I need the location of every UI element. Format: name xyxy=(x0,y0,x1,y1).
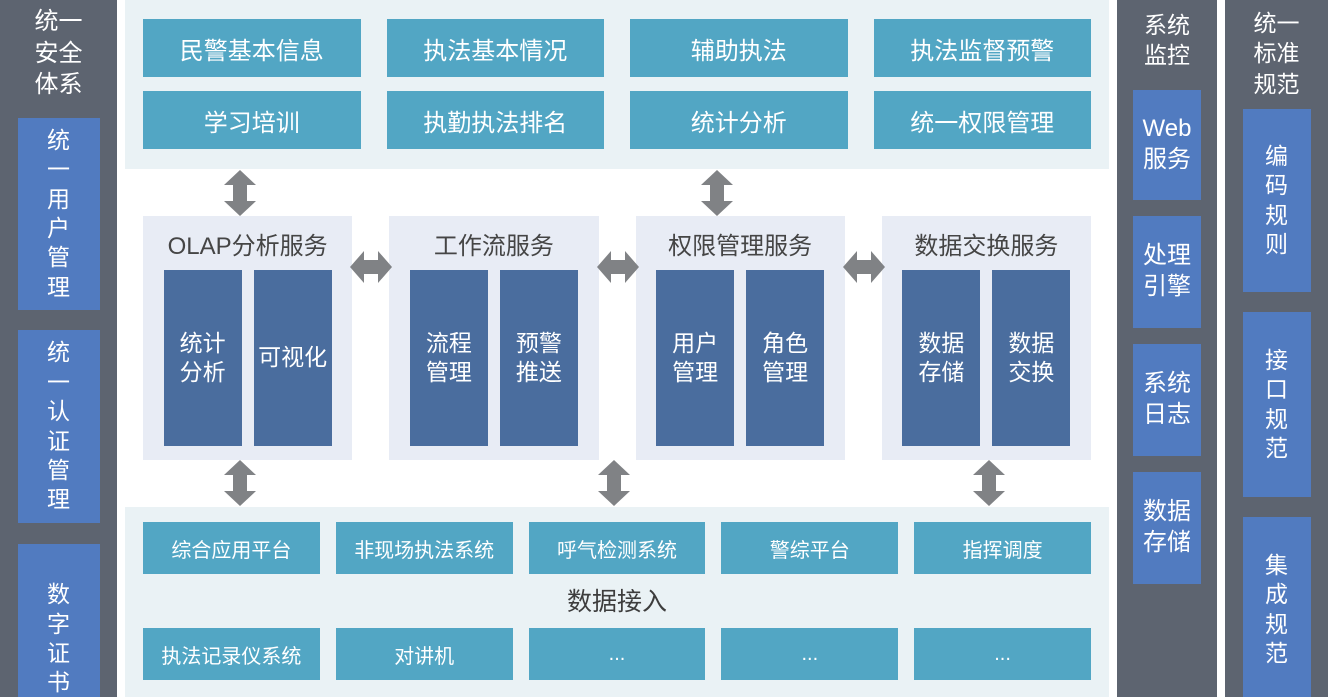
service-group-data-exchange-title: 数据交换服务 xyxy=(914,233,1059,260)
data-cell-more-1[interactable]: ... xyxy=(528,628,706,680)
data-cell-integrated-application-platform[interactable]: 综合应用平台 xyxy=(143,522,320,574)
service-group-permission-items: 用户 管理 角色 管理 xyxy=(648,270,833,446)
data-cell-police-integrated-platform[interactable]: 警综平台 xyxy=(721,522,899,574)
horizontal-arrow-permission-exchange xyxy=(842,250,885,284)
service-group-workflow-items: 流程 管理 预警 推送 xyxy=(401,270,586,446)
service-group-permission: 权限管理服务 用户 管理 角色 管理 xyxy=(635,216,845,460)
data-cell-offsite-enforcement-system[interactable]: 非现场执法系统 xyxy=(335,522,513,574)
app-cell-enforcement-supervision-alert[interactable]: 执法监督预警 xyxy=(873,19,1091,77)
app-cell-training[interactable]: 学习培训 xyxy=(143,91,361,149)
service-group-data-exchange: 数据交换服务 数据 存储 数据 交换 xyxy=(881,216,1091,460)
data-cell-breath-test-system[interactable]: 呼气检测系统 xyxy=(528,522,706,574)
sidebar-item-digital-certificate[interactable]: 数 字 证 书 xyxy=(17,544,100,697)
arrow-band-upper xyxy=(125,169,1109,216)
service-item-alert-push[interactable]: 预警 推送 xyxy=(499,270,578,446)
monitor-item-processing-engine[interactable]: 处理 引擎 xyxy=(1133,215,1201,328)
data-cell-walkie-talkie[interactable]: 对讲机 xyxy=(335,628,513,680)
data-row-2: 执法记录仪系统 对讲机 ... ... ... xyxy=(143,628,1091,680)
left-security-column: 统一 安全 体系 统 一 用 户 管 理 统 一 认 证 管 理 数 字 证 书 xyxy=(0,0,117,697)
right-gutter-2 xyxy=(1217,0,1225,697)
arrow-band-lower xyxy=(125,460,1109,507)
vertical-arrow-workflow-to-data xyxy=(597,460,631,506)
standard-column-title: 统一 标准 规范 xyxy=(1253,10,1300,97)
vertical-arrow-olap-to-data xyxy=(223,460,257,506)
monitor-column: 系统 监控 Web 服务 处理 引擎 系统 日志 数据 存储 xyxy=(1117,0,1217,697)
app-cell-duty-enforcement-ranking[interactable]: 执勤执法排名 xyxy=(386,91,604,149)
service-gap-2 xyxy=(596,216,639,460)
data-cell-command-dispatch[interactable]: 指挥调度 xyxy=(914,522,1091,574)
service-group-workflow: 工作流服务 流程 管理 预警 推送 xyxy=(389,216,599,460)
service-group-olap-title: OLAP分析服务 xyxy=(167,233,328,260)
service-gap-1 xyxy=(350,216,393,460)
application-row-1: 民警基本信息 执法基本情况 辅助执法 执法监督预警 xyxy=(143,19,1091,77)
service-item-data-exchange[interactable]: 数据 交换 xyxy=(992,270,1071,446)
service-item-statistical-analysis[interactable]: 统计 分析 xyxy=(163,270,242,446)
monitor-item-data-storage[interactable]: 数据 存储 xyxy=(1133,471,1201,584)
vertical-arrow-app-to-olap xyxy=(223,170,257,216)
service-item-data-storage[interactable]: 数据 存储 xyxy=(902,270,981,446)
data-cell-more-3[interactable]: ... xyxy=(914,628,1091,680)
standard-item-interface-spec[interactable]: 接 口 规 范 xyxy=(1242,312,1311,498)
service-item-visualization[interactable]: 可视化 xyxy=(253,270,332,446)
left-gutter xyxy=(117,0,125,697)
monitor-item-system-log[interactable]: 系统 日志 xyxy=(1133,343,1201,456)
horizontal-arrow-workflow-permission xyxy=(596,250,639,284)
service-item-user-management[interactable]: 用户 管理 xyxy=(656,270,735,446)
data-access-label: 数据接入 xyxy=(566,588,667,616)
application-layer: 民警基本信息 执法基本情况 辅助执法 执法监督预警 学习培训 执勤执法排名 统计… xyxy=(125,0,1109,169)
service-group-olap-items: 统计 分析 可视化 xyxy=(155,270,340,446)
service-item-role-management[interactable]: 角色 管理 xyxy=(746,270,825,446)
standard-item-integration-spec[interactable]: 集 成 规 范 xyxy=(1242,517,1311,697)
main-stack: 民警基本信息 执法基本情况 辅助执法 执法监督预警 学习培训 执勤执法排名 统计… xyxy=(125,0,1109,697)
application-row-2: 学习培训 执勤执法排名 统计分析 统一权限管理 xyxy=(143,91,1091,149)
service-layer: OLAP分析服务 统计 分析 可视化 工作流服务 流程 管理 预警 推送 xyxy=(125,216,1109,460)
standard-item-coding-rules[interactable]: 编 码 规 则 xyxy=(1242,109,1311,293)
sidebar-item-unified-user-management[interactable]: 统 一 用 户 管 理 xyxy=(17,118,100,311)
app-cell-statistical-analysis[interactable]: 统计分析 xyxy=(630,91,848,149)
monitor-column-title: 系统 监控 xyxy=(1144,12,1190,69)
sidebar-item-unified-auth-management[interactable]: 统 一 认 证 管 理 xyxy=(17,330,100,524)
vertical-arrow-exchange-to-data xyxy=(972,460,1006,506)
service-item-process-management[interactable]: 流程 管理 xyxy=(409,270,488,446)
data-row-1: 综合应用平台 非现场执法系统 呼气检测系统 警综平台 指挥调度 xyxy=(143,522,1091,574)
app-cell-police-basic-info[interactable]: 民警基本信息 xyxy=(143,19,361,77)
service-gap-3 xyxy=(842,216,885,460)
data-access-layer: 综合应用平台 非现场执法系统 呼气检测系统 警综平台 指挥调度 数据接入 执法记… xyxy=(125,507,1109,697)
service-group-data-exchange-items: 数据 存储 数据 交换 xyxy=(894,270,1079,446)
service-group-permission-title: 权限管理服务 xyxy=(668,233,813,260)
horizontal-arrow-olap-workflow xyxy=(350,250,393,284)
vertical-arrow-app-to-permission xyxy=(700,170,734,216)
data-cell-more-2[interactable]: ... xyxy=(721,628,899,680)
standard-column: 统一 标准 规范 编 码 规 则 接 口 规 范 集 成 规 范 xyxy=(1225,0,1328,697)
data-cell-law-enforcement-recorder-system[interactable]: 执法记录仪系统 xyxy=(143,628,320,680)
app-cell-assisted-enforcement[interactable]: 辅助执法 xyxy=(630,19,848,77)
monitor-item-web-service[interactable]: Web 服务 xyxy=(1133,89,1201,200)
right-gutter-1 xyxy=(1109,0,1117,697)
service-group-olap: OLAP分析服务 统计 分析 可视化 xyxy=(143,216,353,460)
app-cell-unified-permission-management[interactable]: 统一权限管理 xyxy=(873,91,1091,149)
service-group-workflow-title: 工作流服务 xyxy=(433,233,554,260)
app-cell-enforcement-basics[interactable]: 执法基本情况 xyxy=(386,19,604,77)
left-column-title: 统一 安全 体系 xyxy=(34,8,83,99)
